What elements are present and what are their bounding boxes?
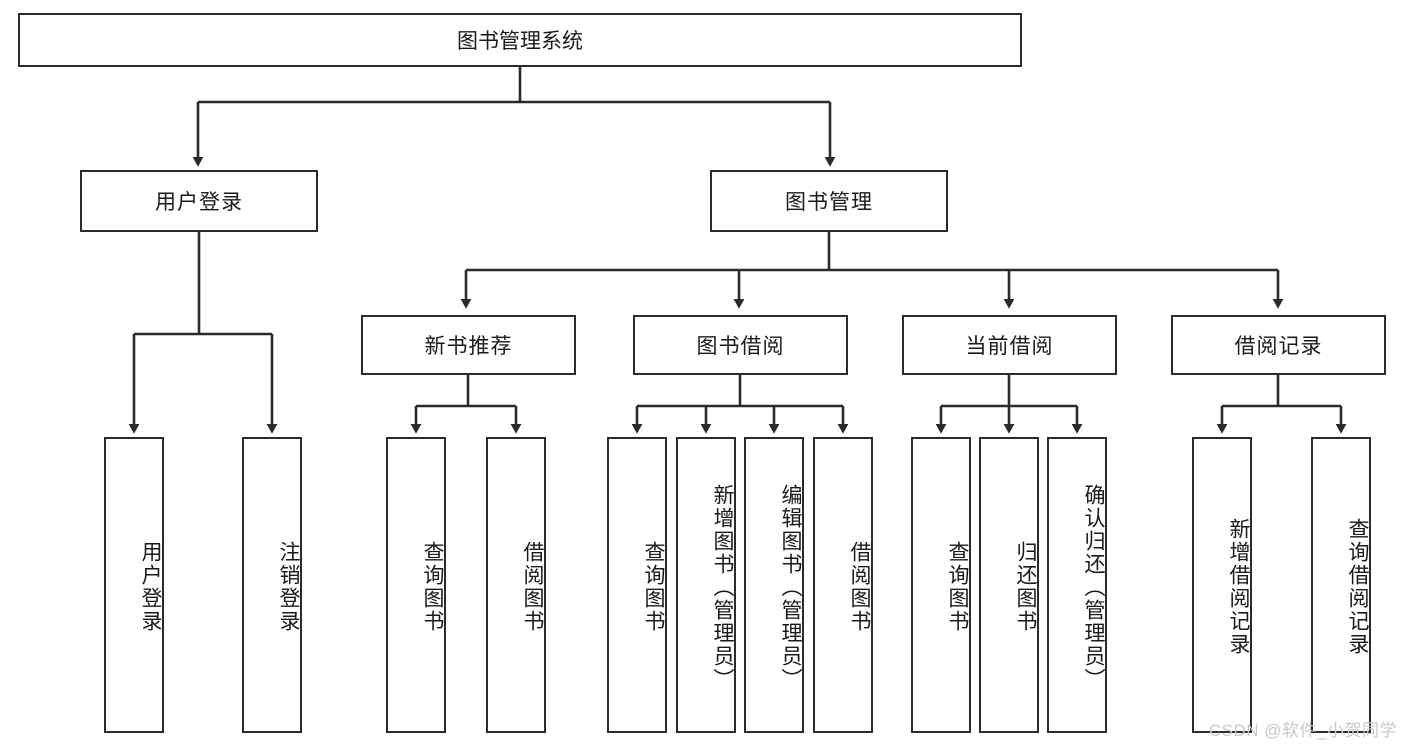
- node-label: 新增图书（管理员）: [711, 483, 734, 691]
- leaf-query-book-borrow[interactable]: 查询图书: [607, 437, 667, 733]
- node-label: 归还图书: [1014, 541, 1037, 633]
- node-label: 新增借阅记录: [1227, 518, 1250, 656]
- leaf-edit-book-admin[interactable]: 编辑图书（管理员）: [744, 437, 804, 733]
- node-label: 查询图书: [946, 541, 969, 633]
- leaf-logout[interactable]: 注销登录: [242, 437, 302, 733]
- node-new-book-recommend[interactable]: 新书推荐: [361, 315, 576, 375]
- node-label: 新书推荐: [424, 335, 513, 358]
- node-user-login[interactable]: 用户登录: [80, 170, 318, 232]
- leaf-query-book-recommend[interactable]: 查询图书: [386, 437, 446, 733]
- leaf-add-book-admin[interactable]: 新增图书（管理员）: [676, 437, 736, 733]
- node-current-borrow[interactable]: 当前借阅: [902, 315, 1117, 375]
- leaf-query-borrow-record[interactable]: 查询借阅记录: [1311, 437, 1371, 733]
- node-label: 确认归还（管理员）: [1082, 483, 1105, 691]
- node-label: 图书管理系统: [457, 30, 583, 53]
- leaf-user-login[interactable]: 用户登录: [104, 437, 164, 733]
- node-label: 注销登录: [277, 541, 300, 633]
- node-root-book-management-system[interactable]: 图书管理系统: [18, 13, 1022, 67]
- node-label: 查询图书: [421, 541, 444, 633]
- node-label: 图书管理: [785, 191, 873, 214]
- leaf-confirm-return-admin[interactable]: 确认归还（管理员）: [1047, 437, 1107, 733]
- node-label: 借阅记录: [1234, 335, 1323, 358]
- node-borrow-record[interactable]: 借阅记录: [1171, 315, 1386, 375]
- node-label: 查询图书: [642, 541, 665, 633]
- node-book-borrow[interactable]: 图书借阅: [633, 315, 848, 375]
- node-label: 用户登录: [155, 191, 243, 214]
- node-label: 借阅图书: [848, 541, 871, 633]
- node-label: 查询借阅记录: [1346, 518, 1369, 656]
- leaf-add-borrow-record[interactable]: 新增借阅记录: [1192, 437, 1252, 733]
- leaf-borrow-book[interactable]: 借阅图书: [813, 437, 873, 733]
- node-label: 用户登录: [139, 541, 162, 633]
- leaf-query-book-current[interactable]: 查询图书: [911, 437, 971, 733]
- leaf-return-book[interactable]: 归还图书: [979, 437, 1039, 733]
- node-label: 借阅图书: [521, 541, 544, 633]
- node-label: 图书借阅: [696, 335, 785, 358]
- node-label: 编辑图书（管理员）: [779, 483, 802, 691]
- watermark: CSDN @软件_小贺同学: [1208, 721, 1397, 740]
- leaf-borrow-book-recommend[interactable]: 借阅图书: [486, 437, 546, 733]
- node-label: 当前借阅: [965, 335, 1054, 358]
- node-book-management[interactable]: 图书管理: [710, 170, 948, 232]
